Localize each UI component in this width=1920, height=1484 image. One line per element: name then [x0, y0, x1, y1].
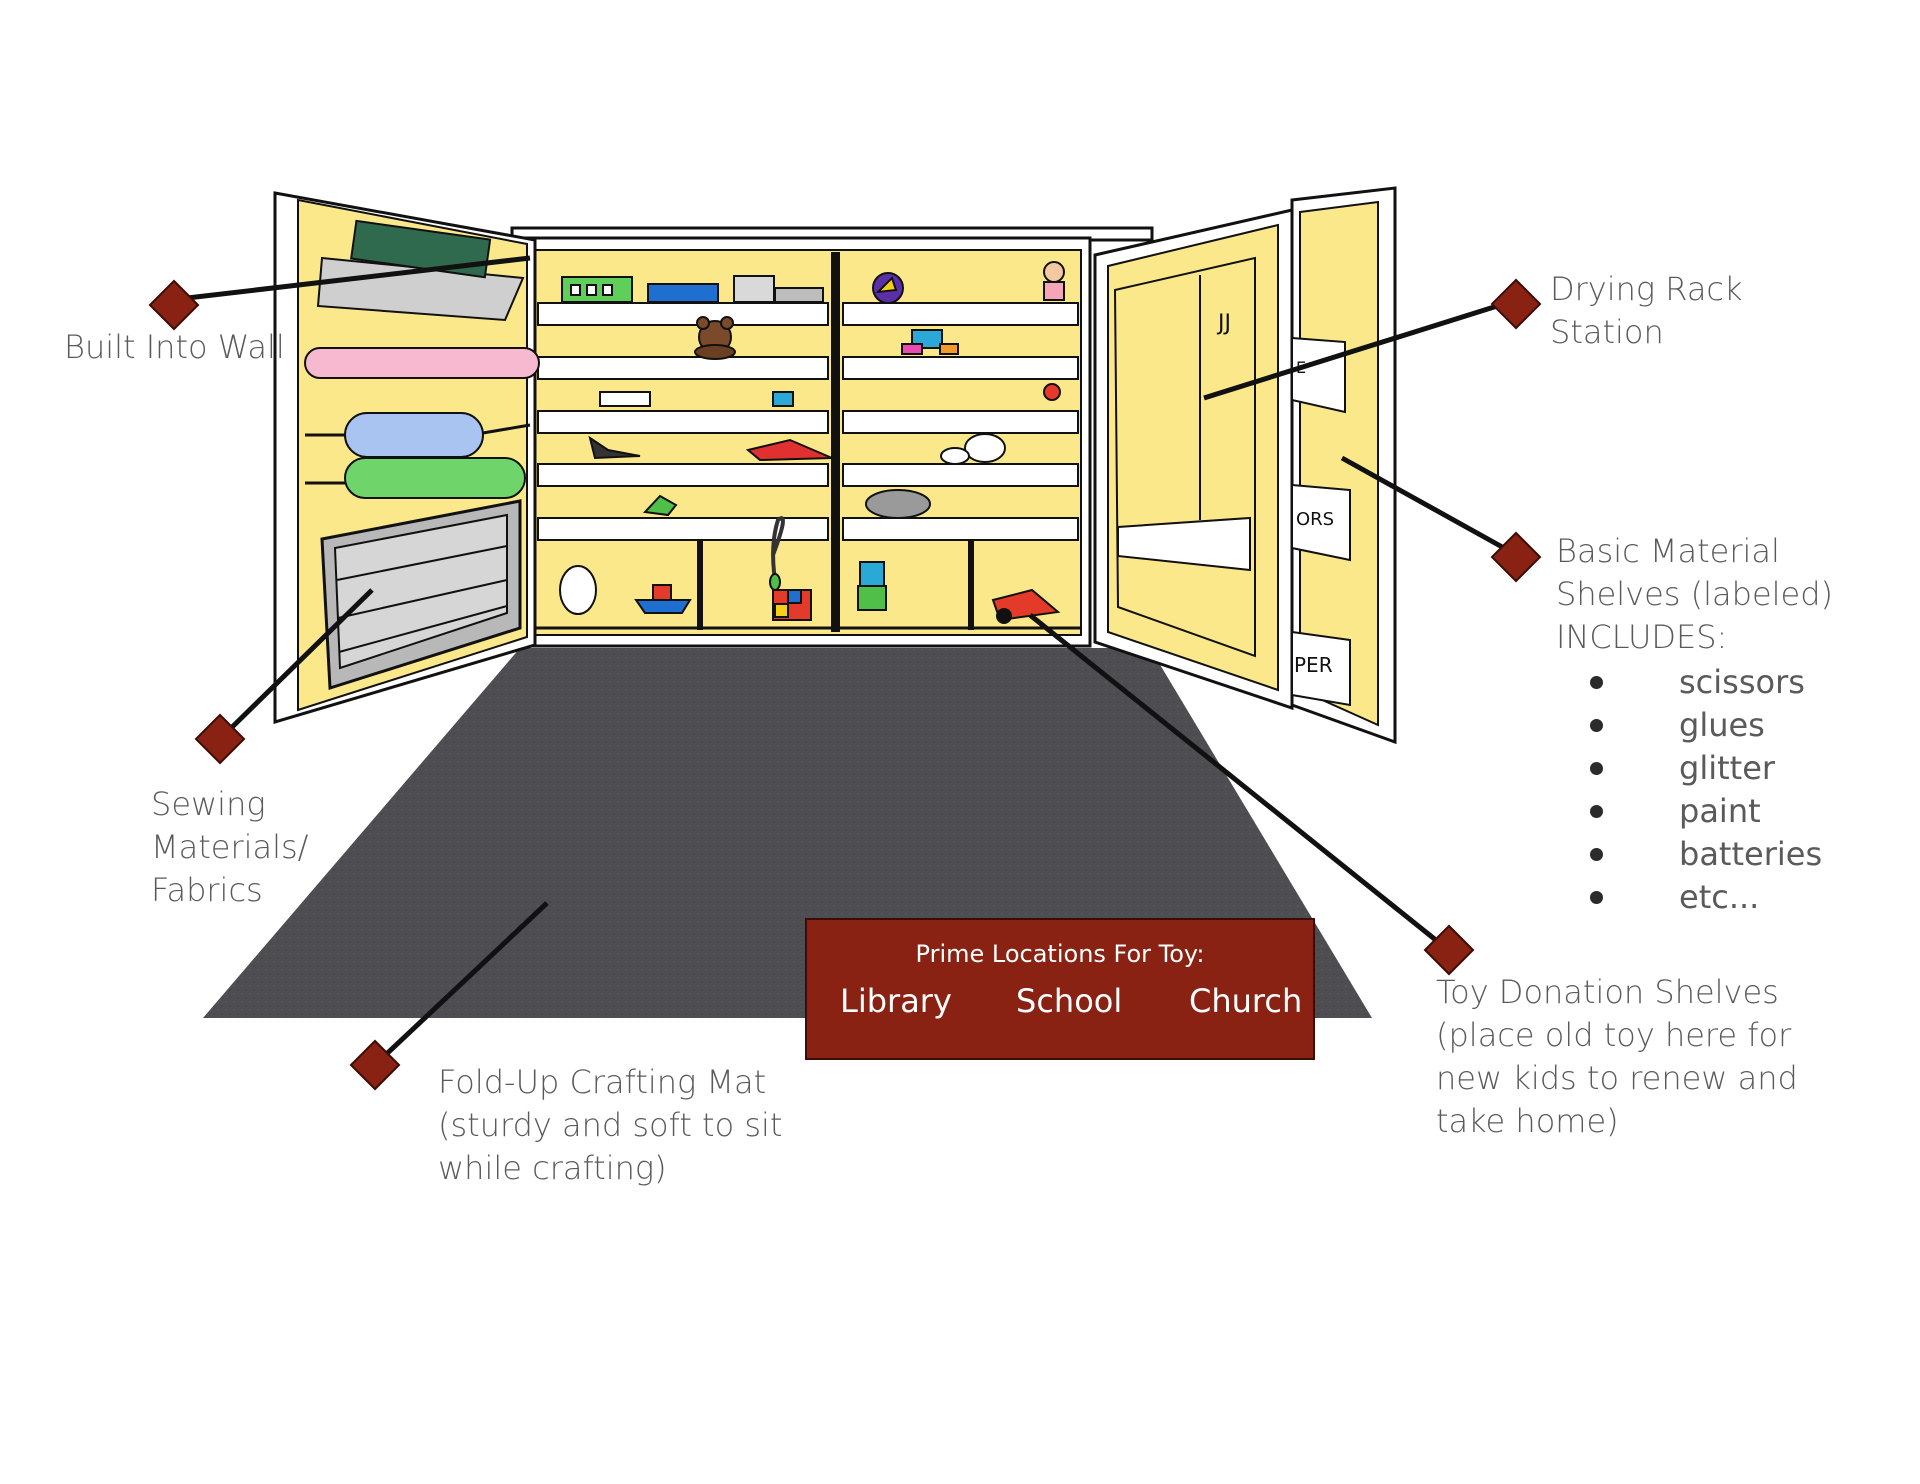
label-basic-material: Basic Material Shelves (labeled) INCLUDE…: [1556, 532, 1833, 656]
toy-items: [559, 261, 1065, 624]
cabinet-label-per: PER: [1294, 653, 1333, 677]
label-sewing: Sewing Materials/ Fabrics: [151, 785, 309, 909]
right-outer-door: E ORS PER: [1290, 186, 1397, 745]
label-toy-donation: Toy Donation Shelves (place old toy here…: [1436, 973, 1798, 1140]
list-item: glues: [1590, 704, 1822, 747]
right-inner-door: JJ: [1093, 208, 1294, 711]
bullet-icon: [1590, 891, 1603, 904]
cabinet-label-jj: JJ: [1216, 311, 1231, 336]
leader-lines: [169, 255, 1515, 1065]
bullet-icon: [1590, 805, 1603, 818]
location-church: Church: [1189, 982, 1303, 1020]
list-item: etc...: [1590, 876, 1822, 919]
bullet-icon: [1590, 848, 1603, 861]
prime-locations-title: Prime Locations For Toy:: [915, 940, 1205, 968]
label-crafting-mat: Fold-Up Crafting Mat (sturdy and soft to…: [438, 1063, 783, 1187]
list-item: paint: [1590, 790, 1822, 833]
marker-drying-rack: [1490, 278, 1542, 330]
prime-locations-box: Prime Locations For Toy: Library School …: [805, 918, 1315, 1060]
list-item: scissors: [1590, 661, 1822, 704]
bullet-icon: [1590, 719, 1603, 732]
location-school: School: [1016, 982, 1123, 1020]
label-built-into-wall: Built Into Wall: [64, 328, 285, 366]
marker-sewing: [194, 713, 246, 765]
marker-basic-material: [1490, 531, 1542, 583]
bullet-icon: [1590, 676, 1603, 689]
marker-toy-donation: [1423, 924, 1475, 976]
basic-material-list: scissors glues glitter paint batteries e…: [1590, 661, 1822, 919]
list-item: batteries: [1590, 833, 1822, 876]
left-door: [273, 191, 540, 725]
location-library: Library: [840, 982, 952, 1020]
list-item: glitter: [1590, 747, 1822, 790]
bullet-icon: [1590, 762, 1603, 775]
label-drying-rack: Drying Rack Station: [1550, 270, 1743, 351]
diamond-markers: [148, 278, 1542, 1091]
marker-built-into-wall: [148, 279, 200, 331]
marker-crafting-mat: [349, 1039, 401, 1091]
cabinet-label-ors: ORS: [1296, 509, 1334, 530]
